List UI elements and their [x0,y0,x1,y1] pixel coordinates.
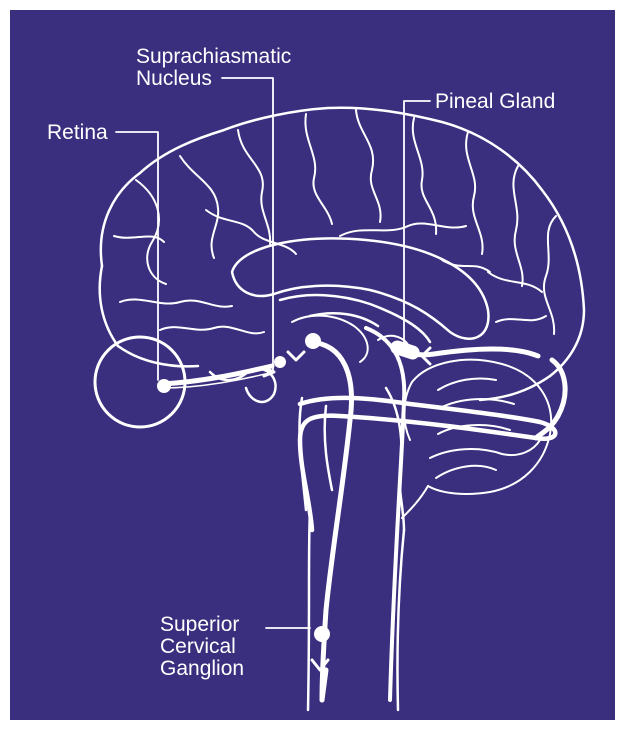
label-suprachiasmatic-nucleus: Suprachiasmatic Nucleus [136,46,291,90]
label-retina-text: Retina [47,122,108,144]
leader-lines [116,78,430,628]
label-pineal-gland: Pineal Gland [435,91,555,113]
brain-diagram [10,10,615,720]
label-pineal-text: Pineal Gland [435,91,555,113]
scg-node [314,626,330,642]
label-scg-line1: Superior [160,614,244,636]
scn-node [305,333,321,349]
retinohypothalamic-tract [162,366,272,384]
corpus-callosum [232,238,488,342]
leader-retina [116,132,158,380]
label-suprachiasmatic-line2: Nucleus [136,68,291,90]
label-retina: Retina [47,122,108,144]
diagram-panel: Suprachiasmatic Nucleus Pineal Gland Ret… [10,10,615,720]
label-suprachiasmatic-line1: Suprachiasmatic [136,46,291,68]
label-scg-line3: Ganglion [160,658,244,680]
retina-node [157,379,171,393]
label-superior-cervical-ganglion: Superior Cervical Ganglion [160,614,244,680]
label-scg-line2: Cervical [160,636,244,658]
